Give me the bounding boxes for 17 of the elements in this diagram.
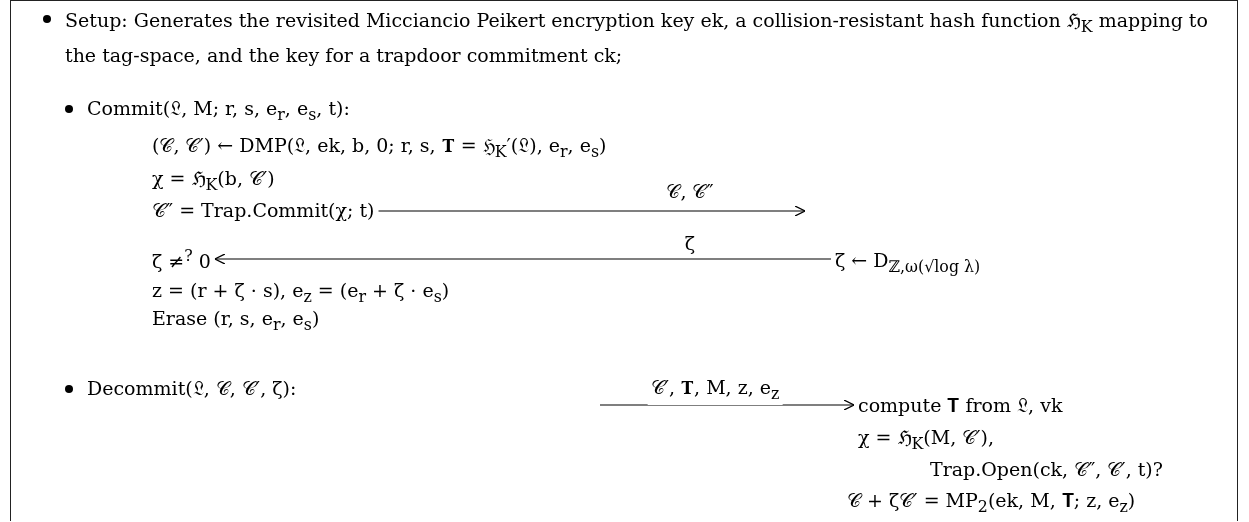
formula-line: z = (r + ζ · s), e$_{z}$ = (e$_{r}$ + ζ · e$_{s}$) [152, 278, 450, 308]
list-item-text: Commit(𝔏, M; r, s, e$_{r}$, e$_{s}$, t): [87, 96, 350, 126]
formula-line: ζ ≠$^{?}$ 0 [152, 244, 211, 274]
formula-line: 𝒞 + ζ𝒞′ = MP$_{2}$(ek, M, 𝐓; z, e$_{z}$) [847, 488, 1136, 518]
arrow [377, 205, 806, 217]
arrow [599, 399, 855, 411]
formula-line: compute 𝐓 from 𝔏, vk [858, 393, 1063, 417]
formula-line: Trap.Open(ck, 𝒞″, 𝒞′, t)? [930, 457, 1163, 481]
formula-line: χ = ℌ$_{K}$(M, 𝒞′), [858, 425, 995, 455]
formula-line: 𝒞″ = Trap.Commit(χ; t) [152, 198, 375, 222]
formula-line: χ = ℌ$_{K}$(b, 𝒞′) [152, 166, 275, 196]
formula-line: Erase (r, s, e$_{r}$, e$_{s}$) [152, 306, 320, 336]
formula-line: (𝒞, 𝒞′) ← DMP(𝔏, ek, b, 0; r, s, 𝐓 = ℌ$_{K}$′(𝔏), e$_{r}$, e$_{s}$) [152, 133, 607, 163]
arrow [214, 253, 832, 265]
formula-line: ζ ← D$_{ℤ,ω(√log λ)}$ [835, 248, 981, 279]
list-item-text: Decommit(𝔏, 𝒞, 𝒞′, ζ): [87, 376, 297, 400]
list-item-text: Setup: Generates the revisited Micciancio Peikert encryption key ek, a collision-resistant hash function ℌ$_{K}$ mapping to the tag-space, and the key for a trapdoor commitment ck; [65, 8, 1209, 68]
